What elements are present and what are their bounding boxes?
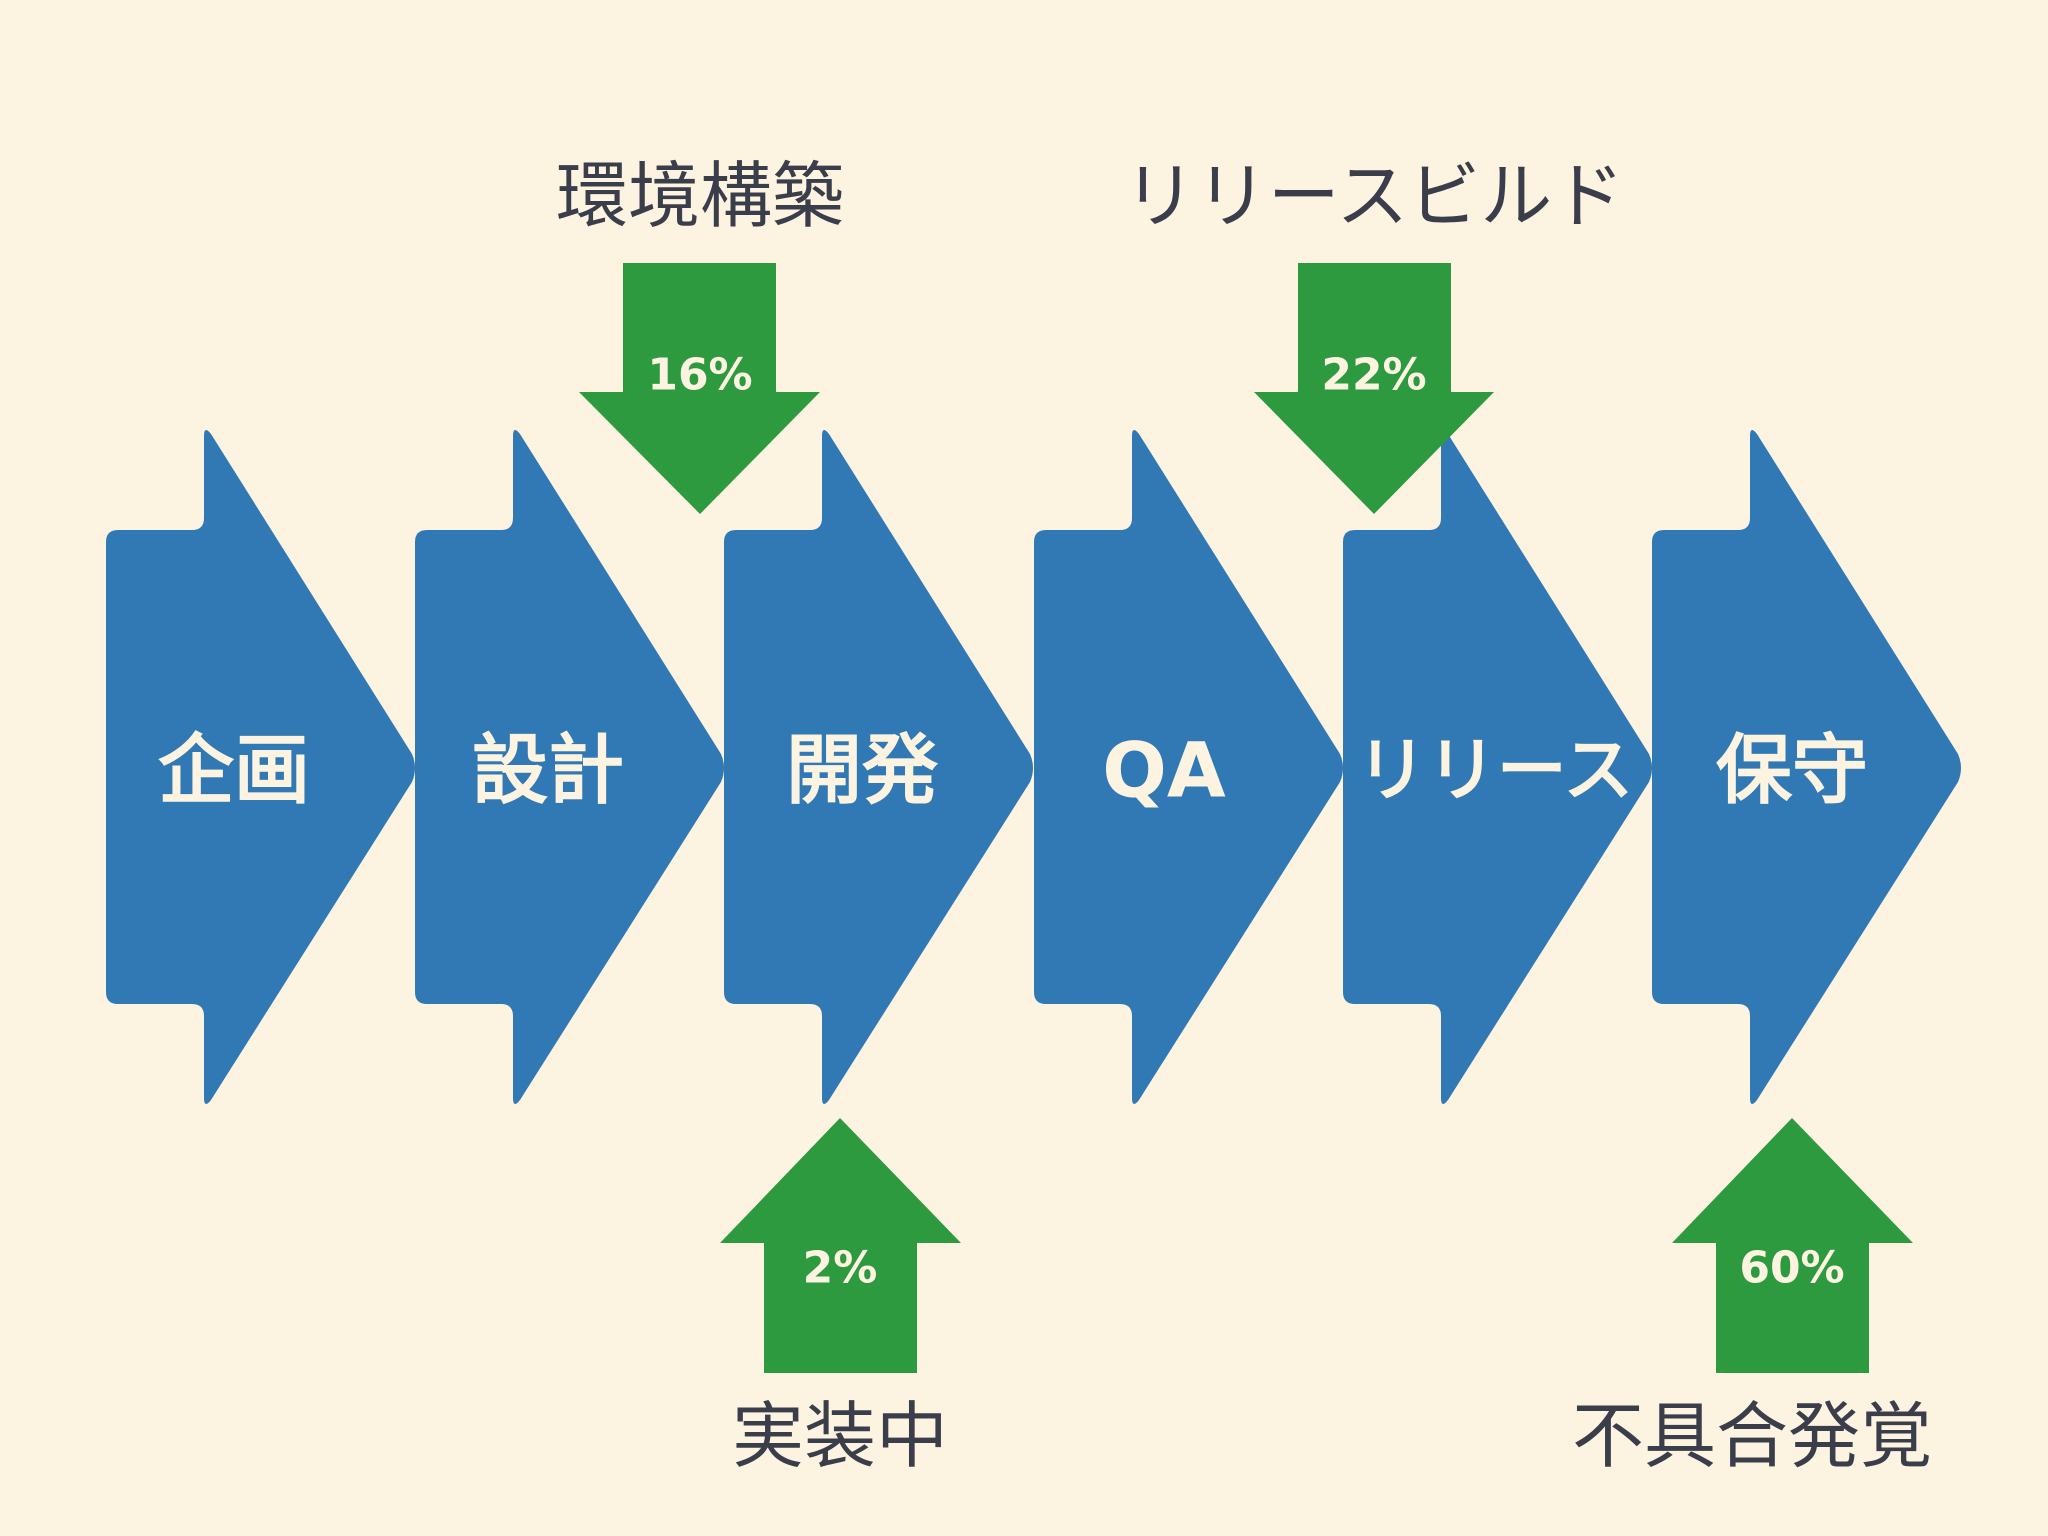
inflow-arrow-不具合発覚: 60% — [1672, 1118, 1913, 1373]
up-arrow-icon — [720, 1118, 961, 1373]
inflow-caption-不具合発覚: 不具合発覚 — [1572, 1394, 1932, 1478]
stage-label: 保守 — [1716, 726, 1868, 815]
inflow-arrow-実装中: 2% — [720, 1118, 961, 1373]
stage-shape — [415, 429, 724, 1105]
stage-リリース: リリース — [1343, 429, 1652, 1105]
stage-shape — [724, 429, 1033, 1105]
stage-設計: 設計 — [415, 429, 724, 1105]
inflow-caption-実装中: 実装中 — [732, 1394, 948, 1478]
inflow-caption-環境構築: 環境構築 — [556, 154, 844, 238]
stage-QA: QA — [1034, 429, 1343, 1105]
stage-開発: 開発 — [724, 429, 1033, 1105]
stage-shape — [1652, 429, 1961, 1105]
inflow-caption-リリースビルド: リリースビルド — [1124, 154, 1624, 238]
inflow-arrow-リリースビルド: 22% — [1254, 263, 1494, 514]
inflow-value: 16% — [647, 350, 752, 401]
inflow-value: 2% — [803, 1243, 878, 1294]
stage-shape — [1343, 429, 1652, 1105]
down-arrow-icon — [579, 263, 820, 514]
stage-保守: 保守 — [1652, 429, 1961, 1105]
stage-label: 開発 — [786, 726, 939, 815]
up-arrow-icon — [1672, 1118, 1913, 1373]
stage-label: 設計 — [472, 726, 624, 815]
stage-label: 企画 — [158, 726, 310, 815]
stage-label: QA — [1102, 726, 1226, 815]
stage-shape — [106, 429, 415, 1105]
down-arrow-icon — [1254, 263, 1494, 514]
stage-企画: 企画 — [106, 429, 415, 1105]
stage-shape — [1034, 429, 1343, 1105]
inflow-value: 22% — [1321, 350, 1426, 401]
stage-label: リリース — [1357, 729, 1634, 811]
inflow-arrow-環境構築: 16% — [579, 263, 820, 514]
inflow-value: 60% — [1739, 1243, 1844, 1294]
